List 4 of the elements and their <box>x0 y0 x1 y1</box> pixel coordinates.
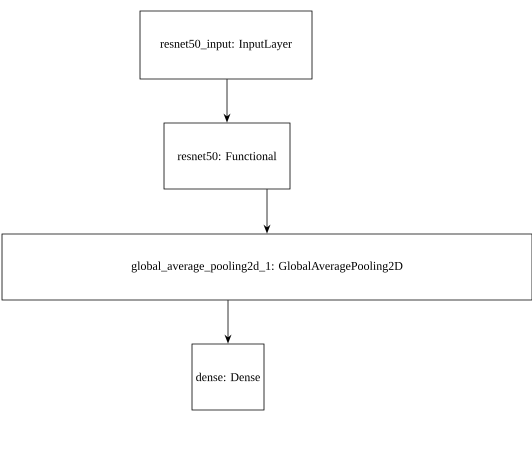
layer-box: resnet50: Functional <box>164 122 290 190</box>
layer-box: resnet50_input: InputLayer <box>140 10 312 80</box>
layer-box: global_average_pooling2d_1: GlobalAveragePooling2D <box>2 234 532 300</box>
layer-box: dense: Dense <box>192 344 264 410</box>
